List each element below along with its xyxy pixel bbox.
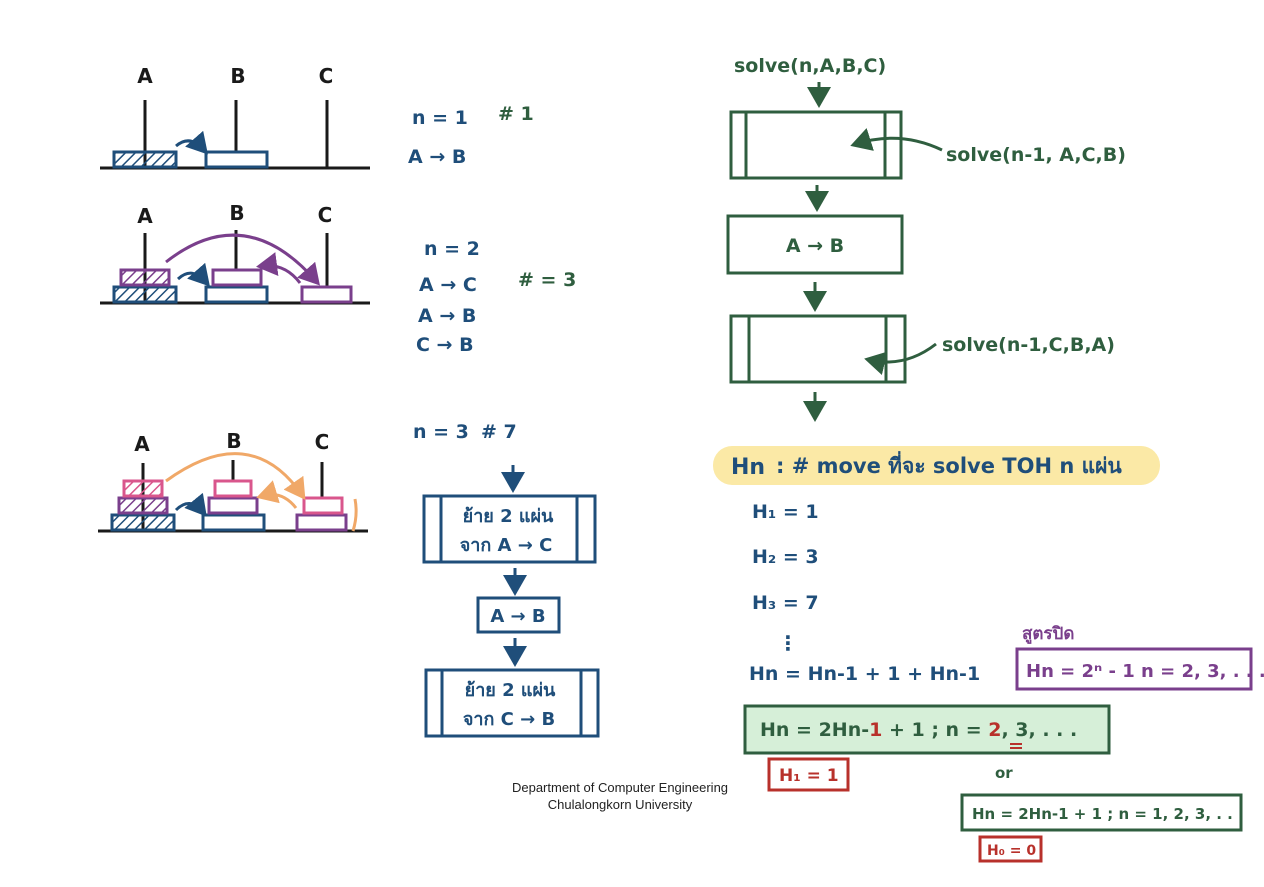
closed-form-title: สูตรปิด: [1022, 624, 1074, 645]
n2-move-2: A → B: [418, 305, 476, 327]
disk-small-temp: [300, 285, 353, 304]
flow-box-2: [476, 596, 561, 634]
flow-box-2-text: A → B: [490, 606, 545, 627]
peg-b-label: B: [230, 64, 245, 88]
disk-large-old: [110, 513, 176, 532]
move-arrow-c-b: [256, 252, 302, 284]
solve-call-2: solve(n-1,C,B,A): [942, 334, 1115, 356]
recurrence-part-a: Hn = 2Hn-: [760, 719, 869, 741]
solve-call-1: solve(n-1, A,C,B): [946, 144, 1126, 166]
solve-entry: solve(n,A,B,C): [734, 55, 886, 77]
flow-box-1-line-1: ย้าย 2 แผ่น: [463, 506, 554, 527]
flow-box-1: [422, 494, 597, 564]
flow-box-3: [424, 668, 600, 738]
solve-box-3: [729, 314, 907, 384]
n2-move-1: A → C: [419, 274, 477, 296]
n2-label: n = 2: [424, 238, 480, 260]
peg-c-label: C: [315, 430, 330, 454]
solve-box-1: [729, 110, 903, 180]
definition-text: : # move ที่จะ solve TOH n แผ่น: [776, 450, 1122, 478]
alt-initial: H₀ = 0: [987, 843, 1036, 859]
n1-move-1: A → B: [408, 146, 466, 168]
value-dots: ⋮: [778, 631, 798, 655]
flow-box-3-line-1: ย้าย 2 แผ่น: [465, 680, 556, 701]
move-arrow: [175, 130, 208, 155]
flow-box-3-line-2: จาก C → B: [463, 709, 555, 730]
solve-middle: A → B: [786, 235, 844, 257]
disk-large-new: [201, 513, 266, 532]
peg-b-label: B: [226, 429, 241, 453]
disk-small-old: [119, 268, 171, 287]
move-arrow-a-b: [176, 262, 210, 287]
move-arrow-c-b: [256, 480, 298, 509]
peg-b-label: B: [229, 201, 244, 225]
disk-small-old: [122, 479, 164, 498]
tower-n2: A B C: [100, 201, 370, 305]
disk-old: [112, 150, 178, 169]
alt-recurrence: Hn = 2Hn-1 + 1 ; n = 1, 2, 3, . . .: [972, 805, 1244, 823]
n3-label: n = 3: [413, 421, 469, 443]
n2-count: # = 3: [518, 269, 576, 291]
disk-small-temp: [302, 496, 344, 515]
peg-c-label: C: [318, 203, 333, 227]
disk-mid-old: [117, 496, 169, 515]
recurrence-part-b: + 1 ; n =: [882, 719, 988, 741]
peg-a-label: A: [137, 64, 153, 88]
solve-flow: solve(n,A,B,C) solve(n-1, A,C,B) A → B s…: [726, 55, 1126, 422]
disk-new: [204, 150, 269, 169]
disk-small-new: [213, 479, 253, 498]
n3-flow: ย้าย 2 แผ่น จาก A → C A → B ย้าย 2 แผ่น …: [422, 465, 600, 738]
call-arrow-2: [864, 342, 937, 376]
move-arrow-a-c: [165, 233, 320, 286]
definition-symbol: Hn: [731, 455, 765, 480]
peg-c-label: C: [319, 64, 334, 88]
n2-move-3: C → B: [416, 334, 474, 356]
peg-a-label: A: [134, 432, 150, 456]
n3-count: # 7: [481, 421, 517, 443]
initial-condition-box: [767, 757, 850, 792]
bracket-mark: [351, 498, 358, 532]
value-hn: Hn = Hn-1 + 1 + Hn-1: [749, 663, 980, 685]
move-arrow-a-b: [174, 492, 207, 517]
or-label: or: [995, 764, 1013, 782]
tower-n3: A B C: [98, 429, 368, 533]
value-h3: H₃ = 7: [752, 592, 819, 614]
recurrence-sub-one: 1: [869, 719, 882, 741]
footer-university: Chulalongkorn University: [547, 797, 693, 812]
flow-box-1-line-2: จาก A → C: [460, 535, 553, 556]
closed-form-box: [1015, 647, 1253, 691]
call-arrow-1: [850, 128, 943, 152]
disk-large-old: [112, 285, 178, 304]
recurrence-formula: Hn = 2Hn-1 + 1 ; n = 2, 3, . . .: [760, 719, 1077, 741]
disk-large-new: [204, 285, 269, 304]
alt-recurrence-box: [960, 793, 1243, 832]
recurrence-start-two: 2: [988, 719, 1001, 741]
recurrence-box: [743, 704, 1111, 755]
footer-department: Department of Computer Engineering: [511, 780, 729, 795]
definition-highlight: [713, 446, 1160, 485]
n1-label: n = 1: [412, 107, 468, 129]
value-h1: H₁ = 1: [752, 501, 819, 523]
footer: Department of Computer Engineering Chula…: [480, 779, 760, 813]
solve-box-2: [726, 214, 904, 275]
move-arrow-a-c: [165, 452, 306, 500]
initial-condition: H₁ = 1: [779, 766, 839, 786]
disk-mid-temp: [295, 513, 348, 532]
disk-small-new: [211, 268, 263, 287]
peg-a-label: A: [137, 204, 153, 228]
alt-initial-box: [978, 835, 1043, 863]
tower-n1: A B C: [100, 64, 370, 170]
recurrence-part-c: , 3, . . .: [1001, 719, 1077, 741]
value-h2: H₂ = 3: [752, 546, 819, 568]
n1-count: # 1: [498, 103, 534, 125]
closed-form-formula: Hn = 2ⁿ - 1 n = 2, 3, . . .: [1026, 661, 1264, 682]
disk-mid-new: [207, 496, 259, 515]
